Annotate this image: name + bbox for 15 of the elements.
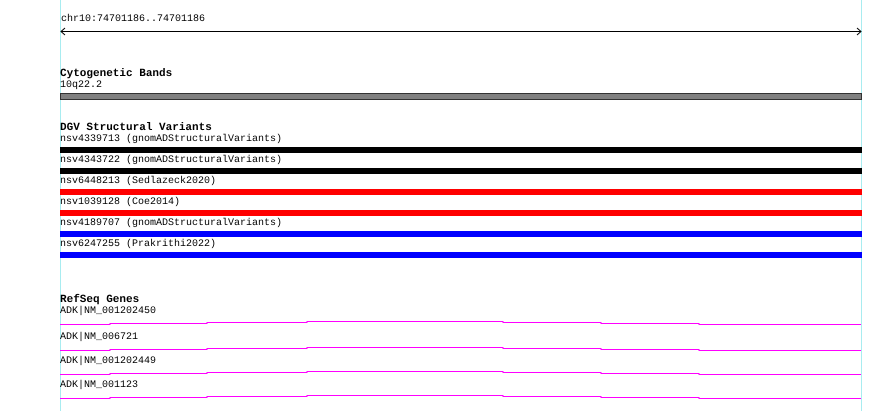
variant-label: nsv4189707 (gnomADStructuralVariants) [60, 218, 282, 230]
transcript-label: ADK|NM_001202449 [60, 356, 156, 368]
variant-label: nsv4339713 (gnomADStructuralVariants) [60, 134, 282, 146]
transcript-label: ADK|NM_006721 [60, 332, 138, 344]
variant-label: nsv6448213 (Sedlazeck2020) [60, 176, 216, 188]
variant-label: nsv6247255 (Prakrithi2022) [60, 239, 216, 251]
transcript-label: ADK|NM_001123 [60, 380, 138, 392]
variant-label: nsv4343722 (gnomADStructuralVariants) [60, 155, 282, 167]
transcript-label: ADK|NM_001202450 [60, 306, 156, 318]
track-heading: RefSeq Genes [60, 294, 140, 306]
variant-label: nsv1039128 (Coe2014) [60, 197, 180, 209]
coordinate-label: chr10:74701186..74701186 [61, 14, 206, 26]
track-heading: Cytogenetic Bands [60, 68, 172, 80]
track-heading: DGV Structural Variants [60, 122, 212, 134]
band-label: 10q22.2 [60, 80, 102, 92]
